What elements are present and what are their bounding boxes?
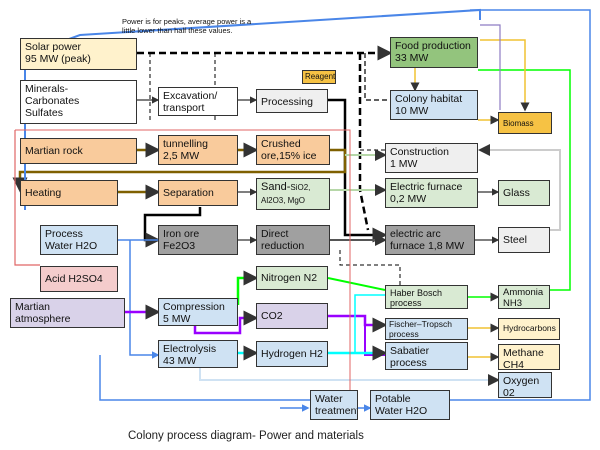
biomass-box[interactable]: Biomass xyxy=(498,112,552,134)
heating-box[interactable]: Heating xyxy=(20,180,118,206)
flow-acid-top xyxy=(15,129,351,400)
reagents-box[interactable]: Reagents xyxy=(302,70,336,84)
direct-reduction-box[interactable]: Direct reduction xyxy=(256,225,330,255)
compression-box[interactable]: Compression 5 MW xyxy=(158,298,238,326)
power-line-habitat xyxy=(364,53,390,101)
solar-power-box[interactable]: Solar power 95 MW (peak) xyxy=(20,38,137,70)
methane-box[interactable]: Methane CH4 xyxy=(498,344,560,370)
sabatier-box[interactable]: Sabatier process xyxy=(385,342,468,370)
power-line-haber xyxy=(339,250,401,285)
flow-potable-habitat xyxy=(450,9,591,401)
flow-co2-fischer xyxy=(328,314,388,333)
ammonia-box[interactable]: Ammonia NH3 xyxy=(498,285,550,309)
flow-electrolysis-oxygen xyxy=(199,368,500,386)
steel-box[interactable]: Steel xyxy=(498,227,550,253)
flow-h2-haber xyxy=(354,294,385,353)
hydrogen-box[interactable]: Hydrogen H2 xyxy=(256,341,328,367)
flow-processing-right xyxy=(328,98,388,243)
flow-compression-co2 xyxy=(193,310,259,335)
electric-furnace-box[interactable]: Electric furnace 0,2 MW xyxy=(385,178,478,208)
power-line-vert xyxy=(358,53,370,231)
process-water-box[interactable]: Process Water H2O xyxy=(40,225,118,255)
flow-co2-sabatier xyxy=(364,316,385,356)
flow-ammonia-food xyxy=(478,69,571,291)
sand-label: Sand- xyxy=(261,181,291,193)
food-production-box[interactable]: Food production 33 MW xyxy=(390,37,478,68)
haber-bosch-box[interactable]: Haber Bosch process xyxy=(385,285,468,309)
flow-purple-top xyxy=(480,24,501,110)
construction-box[interactable]: Construction 1 MW xyxy=(385,143,478,173)
sand-box[interactable]: Sand-SiO2, Al2O3, MgO xyxy=(256,178,330,210)
minerals-box[interactable]: Minerals- Carbonates Sulfates xyxy=(20,80,137,124)
flow-crushed-heating xyxy=(12,148,347,193)
colony-habitat-box[interactable]: Colony habitat 10 MW xyxy=(390,90,478,120)
water-treatment-box[interactable]: Water treatment xyxy=(310,390,358,420)
crushed-ore-box[interactable]: Crushed ore,15% ice xyxy=(256,135,330,165)
fischer-tropsch-box[interactable]: Fischer–Tropsch process xyxy=(385,318,468,340)
co2-box[interactable]: CO2 xyxy=(256,303,328,329)
hydrocarbons-box[interactable]: Hydrocarbons xyxy=(498,318,560,340)
tunnelling-box[interactable]: tunnelling 2,5 MW xyxy=(158,135,238,165)
arc-furnace-box[interactable]: electric arc furnace 1,8 MW xyxy=(385,225,475,255)
flow-steel-construction xyxy=(478,144,561,231)
acid-box[interactable]: Acid H2SO4 xyxy=(40,266,118,292)
flow-water-bottom xyxy=(99,355,310,401)
potable-water-box[interactable]: Potable Water H2O xyxy=(370,390,450,420)
nitrogen-box[interactable]: Nitrogen N2 xyxy=(256,266,328,290)
sand-oxides: Al2O3, MgO xyxy=(261,195,306,205)
flow-compression-n2 xyxy=(236,270,259,305)
excavation-box[interactable]: Excavation/ transport xyxy=(158,87,238,116)
power-note: Power is for peaks, average power is a l… xyxy=(122,17,252,35)
processing-box[interactable]: Processing xyxy=(256,89,328,113)
martian-rock-box[interactable]: Martian rock xyxy=(20,138,137,164)
flow-water-electrolysis xyxy=(129,240,160,359)
flow-food-biomass xyxy=(480,39,530,112)
martian-atmosphere-box[interactable]: Martian atmosphere xyxy=(10,298,125,328)
flow-n2-haber xyxy=(327,277,386,291)
sand-sio2: SiO2, xyxy=(290,183,311,192)
glass-box[interactable]: Glass xyxy=(498,180,550,206)
diagram-caption: Colony process diagram- Power and materi… xyxy=(128,430,364,442)
flow-acid xyxy=(14,130,40,266)
oxygen-box[interactable]: Oxygen 02 xyxy=(498,372,552,398)
iron-ore-box[interactable]: Iron ore Fe2O3 xyxy=(158,225,238,255)
electrolysis-box[interactable]: Electrolysis 43 MW xyxy=(158,340,238,368)
separation-box[interactable]: Separation xyxy=(158,180,238,206)
